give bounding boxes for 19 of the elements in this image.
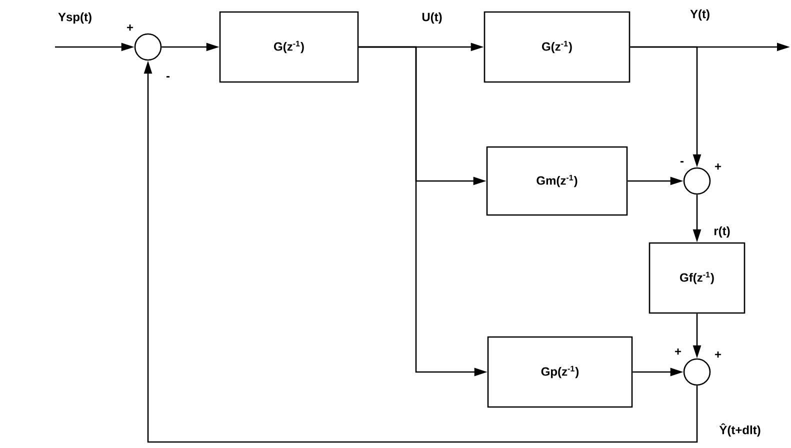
transfer-function-box: G(z$^{-1}$) xyxy=(484,11,630,83)
sign-label: - xyxy=(680,161,684,162)
signal-label: r(t) xyxy=(712,225,732,239)
summing-junction xyxy=(683,167,711,195)
signal-label: Ysp(t) xyxy=(57,11,93,25)
signal-label: U(t) xyxy=(420,11,444,25)
sign-label: - xyxy=(166,76,170,78)
sign-label: + xyxy=(127,24,134,31)
signal-label: Ŷ(t+dlt) xyxy=(718,422,762,438)
sign-label: + xyxy=(715,351,722,358)
summing-junction xyxy=(134,33,162,61)
transfer-function-box: Gp(z$^{-1}$) xyxy=(487,336,633,408)
summing-junction xyxy=(683,358,711,386)
transfer-function-box: Gm(z$^{-1}$) xyxy=(486,146,628,216)
transfer-function-box: Gf(z$^{-1}$) xyxy=(648,242,746,314)
sign-label: + xyxy=(675,348,682,355)
signal-label: Y(t) xyxy=(689,8,711,22)
transfer-function-box: G(z$^{-1}$) xyxy=(219,11,359,83)
sign-label: + xyxy=(715,163,722,170)
